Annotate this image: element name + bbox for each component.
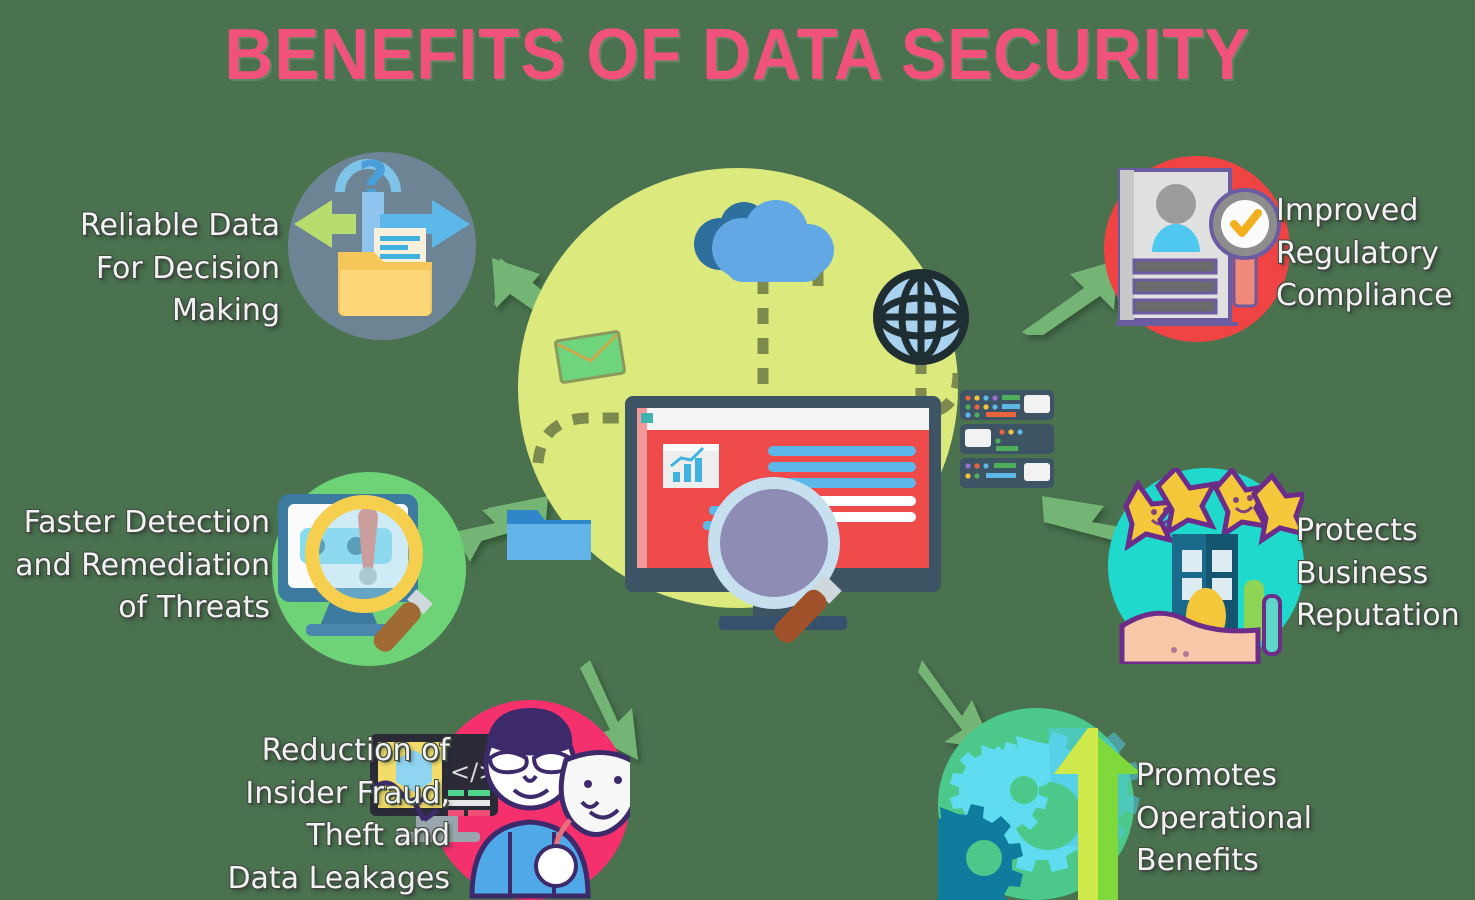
magnifier-icon (708, 477, 842, 643)
hand-building-stars-icon (1119, 468, 1304, 664)
benefit-label-improved-compliance: Improved Regulatory Compliance (1276, 193, 1453, 314)
server-rack-icon (960, 390, 1054, 488)
masked-insider-icon: </> (368, 708, 630, 899)
benefit-label-protects-reputation: Protects Business Reputation (1296, 513, 1460, 634)
cloud-icon (694, 200, 834, 282)
benefit-icon-improved-compliance[interactable] (1104, 156, 1290, 342)
folder-icon (507, 510, 591, 560)
globe-icon (873, 269, 969, 365)
benefit-icon-promotes-operational[interactable] (938, 708, 1142, 900)
gears-growth-icon (938, 728, 1142, 900)
virus-scan-icon (278, 494, 433, 652)
benefit-label-promotes-operational: Promotes Operational Benefits (1136, 758, 1313, 879)
benefit-label-reduction-fraud: Reduction of Insider Fraud, Theft and Da… (227, 733, 450, 896)
benefit-icon-protects-reputation[interactable] (1108, 468, 1304, 664)
benefit-icon-reduction-insider-fraud[interactable]: </> (368, 700, 630, 900)
arrow-to-reduction (580, 660, 638, 760)
envelope-icon (554, 330, 626, 384)
benefit-icon-reliable-data[interactable]: ? (288, 152, 476, 340)
arrow-to-compliance (1022, 260, 1118, 335)
benefit-label-faster-detection: Faster Detection and Remediation of Thre… (15, 505, 270, 626)
page-title: BENEFITS OF DATA SECURITY (224, 15, 1251, 95)
benefit-icon-faster-detection[interactable] (272, 472, 466, 666)
benefit-label-reliable-data: Reliable Data For Decision Making (79, 208, 280, 329)
document-verified-icon (1116, 168, 1281, 326)
central-hub-illustration (507, 168, 1054, 643)
folder-exchange-icon: ? (294, 152, 470, 316)
